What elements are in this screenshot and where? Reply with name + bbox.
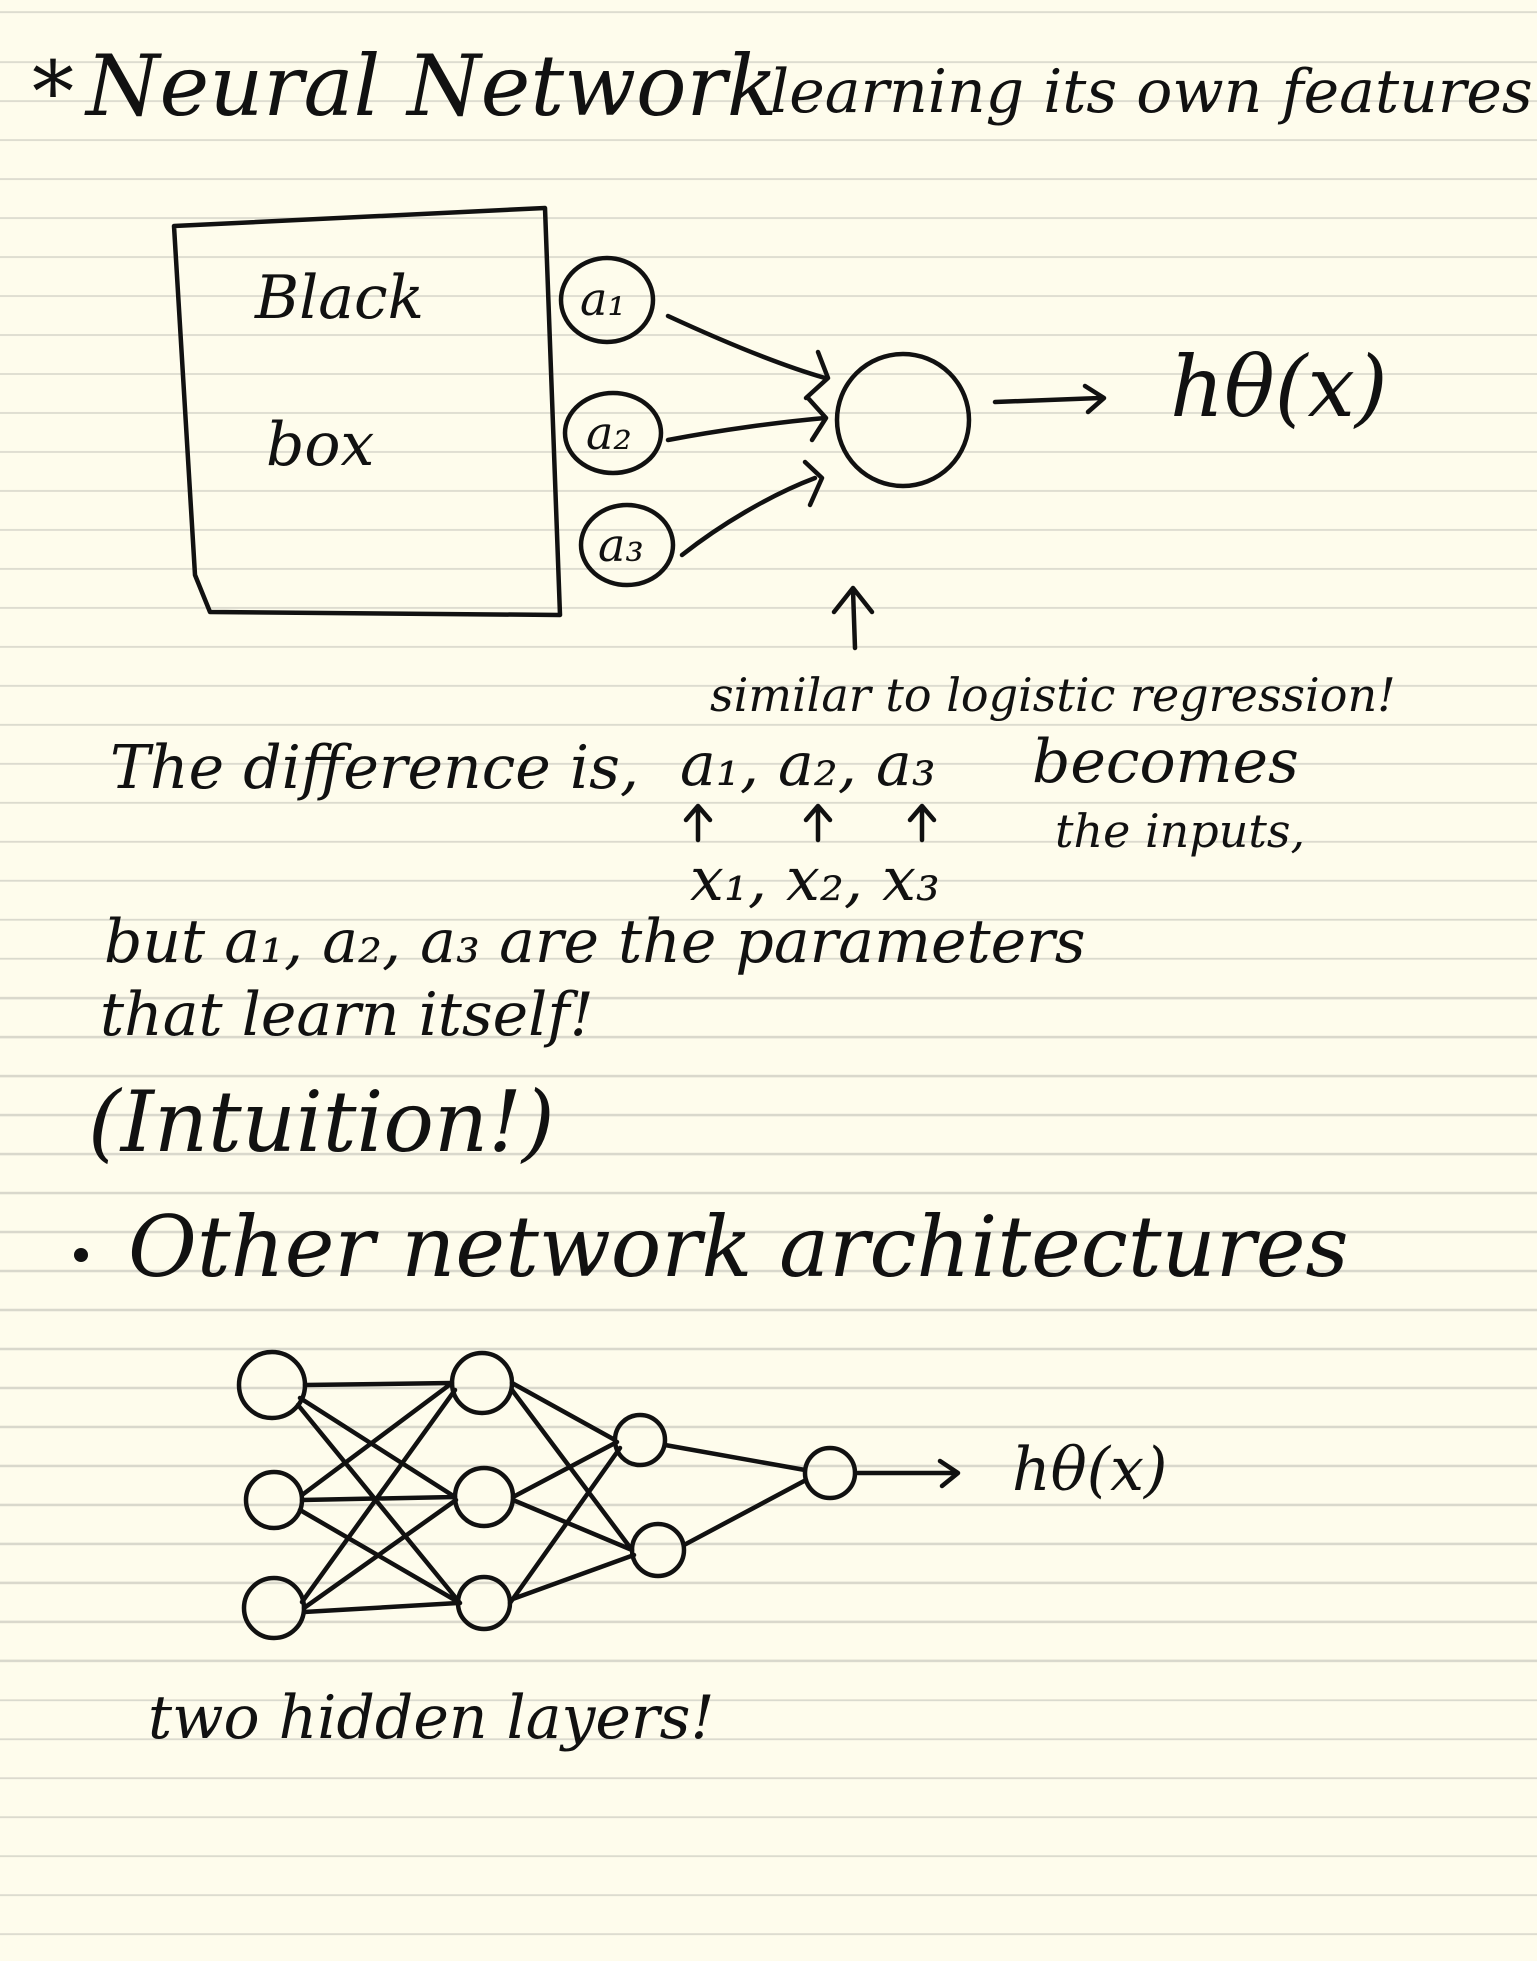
output-label: hθ(x): [1170, 338, 1388, 436]
net-edges-layer2: [507, 1380, 637, 1606]
net-output-node: [802, 1445, 858, 1501]
arrow-x2: [803, 803, 833, 843]
bullet-dot: [74, 1248, 88, 1262]
two-hidden-layers-caption: two hidden layers!: [148, 1683, 715, 1753]
arrow-x1: [683, 803, 713, 843]
net-input-node-3: [241, 1575, 307, 1641]
title-star: *: [32, 43, 74, 141]
unit-a3-label: a₃: [598, 518, 644, 572]
difference-prefix: The difference is,: [110, 733, 639, 803]
net-hidden2-node-2: [629, 1521, 687, 1579]
unit-a2-circle: [562, 390, 664, 476]
the-inputs-text: the inputs,: [1055, 804, 1306, 858]
black-box-outline: [171, 205, 563, 618]
title-neural-network: Neural Network: [86, 37, 778, 135]
unit-a1-label: a₁: [580, 272, 626, 326]
output-arrow: [992, 383, 1107, 415]
note-up-arrow: [831, 585, 875, 651]
logistic-regression-note: similar to logistic regression!: [710, 668, 1396, 722]
net-edges-layer1: [295, 1380, 463, 1615]
net-output-label: hθ(x): [1012, 1435, 1168, 1505]
output-neuron: [834, 351, 972, 489]
net-edges-layer3: [662, 1442, 809, 1548]
connection-a2: [665, 415, 828, 443]
arrowhead-a1: [803, 349, 831, 401]
arrowhead-a3: [802, 459, 825, 508]
a-terms: a₁, a₂, a₃: [680, 730, 936, 800]
connection-a3: [679, 475, 818, 558]
that-line: that learn itself!: [100, 980, 594, 1050]
unit-a2-label: a₂: [586, 406, 632, 460]
net-hidden1-node-2: [452, 1465, 516, 1529]
but-line: but a₁, a₂, a₃ are the parameters: [104, 907, 1086, 977]
black-box-label-line2: box: [266, 410, 375, 480]
unit-a3-circle: [578, 502, 676, 588]
intuition-text: (Intuition!): [88, 1073, 555, 1171]
black-box-label-line1: Black: [255, 263, 425, 333]
arrowhead-a2: [805, 395, 829, 443]
becomes-text: becomes: [1032, 727, 1299, 797]
net-hidden1-node-3: [455, 1574, 513, 1632]
arrow-x3: [907, 803, 937, 843]
unit-a1-circle: [558, 255, 656, 345]
connection-a1: [665, 313, 828, 381]
other-architectures-heading: Other network architectures: [128, 1198, 1349, 1296]
net-hidden2-node-1: [612, 1412, 668, 1468]
net-hidden1-node-1: [449, 1350, 515, 1416]
x-terms: x₁, x₂, x₃: [690, 845, 940, 915]
net-output-arrow: [855, 1458, 961, 1489]
title-subtitle: learning its own features: [770, 57, 1533, 127]
net-input-node-2: [243, 1469, 305, 1531]
net-input-node-1: [236, 1349, 308, 1421]
